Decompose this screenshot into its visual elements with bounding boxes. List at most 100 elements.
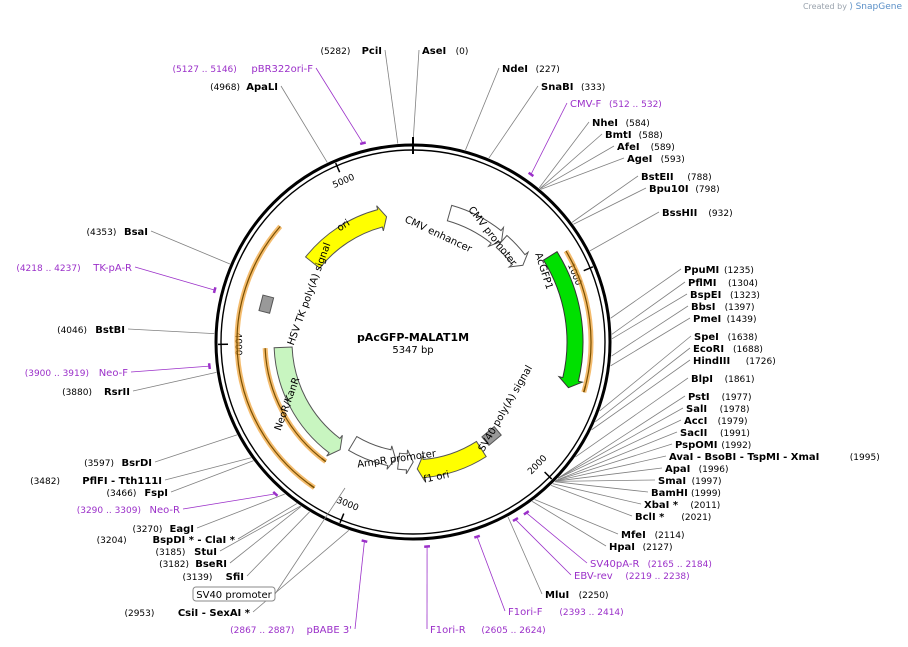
primer-mark bbox=[361, 539, 368, 544]
site-bspdi: BspDI * - ClaI *(3204) bbox=[97, 535, 236, 546]
primer-pbabe-3: pBABE 3'(2867 .. 2887) bbox=[230, 625, 352, 636]
site-apali: ApaLI(4968) bbox=[210, 82, 278, 93]
site-name: PstI bbox=[688, 392, 710, 403]
site-sacii: SacII(1991) bbox=[680, 428, 750, 439]
site-pmei: PmeI(1439) bbox=[693, 314, 757, 325]
site-bsshii: BssHII(932) bbox=[662, 208, 733, 219]
feature-label: CMV promoter bbox=[465, 205, 519, 269]
primer-range: (3900 .. 3919) bbox=[25, 369, 89, 379]
feature-sv40-promoter bbox=[347, 435, 397, 470]
site-fspi: FspI(3466) bbox=[106, 488, 168, 499]
primer-name: pBR322ori-F bbox=[251, 64, 313, 75]
site-position: (1688) bbox=[733, 345, 763, 355]
site-leader bbox=[229, 506, 302, 564]
site-name: BmtI bbox=[605, 130, 632, 141]
site-leader bbox=[571, 175, 639, 223]
site-position: (2127) bbox=[643, 543, 673, 553]
site-name: AvaI - BsoBI - TspMI - XmaI bbox=[669, 452, 819, 463]
site-position: (3270) bbox=[132, 525, 162, 535]
site-position: (1397) bbox=[725, 303, 755, 313]
primer-mark bbox=[473, 534, 481, 539]
site-position: (0) bbox=[456, 47, 469, 57]
site-name: BspEI bbox=[690, 290, 721, 301]
site-agei: AgeI(593) bbox=[627, 154, 685, 165]
site-name: Bpu10I bbox=[649, 184, 689, 195]
site-position: (4968) bbox=[210, 83, 240, 93]
site-position: (932) bbox=[708, 209, 732, 219]
site-position: (227) bbox=[536, 65, 560, 75]
site-snabi: SnaBI(333) bbox=[541, 82, 605, 93]
site-position: (3182) bbox=[159, 560, 189, 570]
site-ppumi: PpuMI(1235) bbox=[684, 265, 754, 276]
site-name: XbaI * bbox=[644, 500, 679, 511]
site-acci: AccI(1979) bbox=[684, 416, 748, 427]
site-name: SalI bbox=[686, 404, 707, 415]
primer-leader bbox=[526, 512, 588, 564]
site-blpi: BlpI(1861) bbox=[691, 374, 755, 385]
site-name: BsaI bbox=[124, 227, 148, 238]
site-leader bbox=[170, 460, 254, 493]
site-position: (4353) bbox=[86, 228, 116, 238]
feature-ampr-promoter bbox=[397, 449, 414, 475]
site-position: (5282) bbox=[320, 47, 350, 57]
primer-name: CMV-F bbox=[570, 99, 601, 110]
primer-leader bbox=[315, 67, 364, 144]
neo-thin-arrow-tip bbox=[321, 457, 327, 463]
site-leader bbox=[557, 407, 684, 479]
plasmid-size: 5347 bp bbox=[392, 345, 433, 356]
primer-name: F1ori-R bbox=[430, 625, 466, 636]
site-leader bbox=[531, 501, 607, 547]
site-bamhi: BamHI(1999) bbox=[651, 488, 721, 499]
primer-f1ori-r: F1ori-R(2605 .. 2624) bbox=[430, 625, 546, 636]
site-name: RsrII bbox=[104, 387, 130, 398]
site-leader bbox=[555, 479, 656, 482]
brand-name: SnapGene bbox=[855, 2, 902, 12]
primer-pbr322ori-f: pBR322ori-F (5127 .. 5146) bbox=[173, 64, 314, 75]
site-name: PflMI bbox=[688, 278, 716, 289]
site-name: EcoRI bbox=[693, 344, 724, 355]
site-position: (2011) bbox=[690, 501, 720, 511]
site-position: (584) bbox=[626, 119, 650, 129]
site-position: (1439) bbox=[727, 315, 757, 325]
site-hpai: HpaI(2127) bbox=[609, 542, 673, 553]
site-position: (798) bbox=[695, 185, 719, 195]
site-position: (3482) bbox=[30, 477, 60, 487]
site-position: (1977) bbox=[722, 393, 752, 403]
site-leader bbox=[552, 483, 642, 505]
primer-leader bbox=[530, 102, 568, 175]
site-position: (589) bbox=[651, 143, 675, 153]
primer-mark bbox=[212, 287, 217, 294]
site-leader bbox=[555, 467, 663, 482]
primer-mark bbox=[272, 491, 279, 497]
site-position: (2250) bbox=[579, 591, 609, 601]
site-pflmi: PflMI(1304) bbox=[688, 278, 758, 289]
site-ecori: EcoRI (1688) bbox=[693, 344, 763, 355]
primer-range: (2165 .. 2184) bbox=[648, 560, 712, 570]
site-position: (1978) bbox=[720, 405, 750, 415]
site-name: BbsI bbox=[691, 302, 715, 313]
site-name: FspI bbox=[144, 488, 168, 499]
site-leader bbox=[554, 481, 649, 493]
cds-arrow-left-core bbox=[236, 226, 315, 489]
site-name: BlpI bbox=[691, 374, 713, 385]
site-leader bbox=[611, 293, 688, 340]
site-leader bbox=[132, 371, 217, 392]
feature-sv40-poly-a-signal bbox=[481, 425, 502, 447]
primer-neo-r: Neo-R(3290 .. 3309) bbox=[77, 505, 180, 516]
primer-neo-f: Neo-F(3900 .. 3919) bbox=[25, 368, 129, 379]
site-name: BspDI * - ClaI * bbox=[152, 535, 235, 546]
site-position: (1638) bbox=[728, 333, 758, 343]
site-leader bbox=[555, 431, 678, 481]
feature-acgfp1 bbox=[542, 250, 584, 389]
site-position: (4046) bbox=[57, 326, 87, 336]
feature-cmv-enhancer bbox=[446, 204, 505, 248]
cds-arrow-right-core bbox=[565, 250, 592, 393]
feature-hsv-tk-poly-a-signal bbox=[258, 294, 275, 314]
site-name: NheI bbox=[592, 118, 618, 129]
primer-range: (5127 .. 5146) bbox=[173, 65, 237, 75]
site-leader bbox=[412, 49, 420, 144]
leader-lines bbox=[127, 49, 692, 630]
primer-mark bbox=[512, 516, 519, 523]
feature-neor-kanr bbox=[273, 346, 343, 457]
site-leader bbox=[589, 211, 660, 252]
